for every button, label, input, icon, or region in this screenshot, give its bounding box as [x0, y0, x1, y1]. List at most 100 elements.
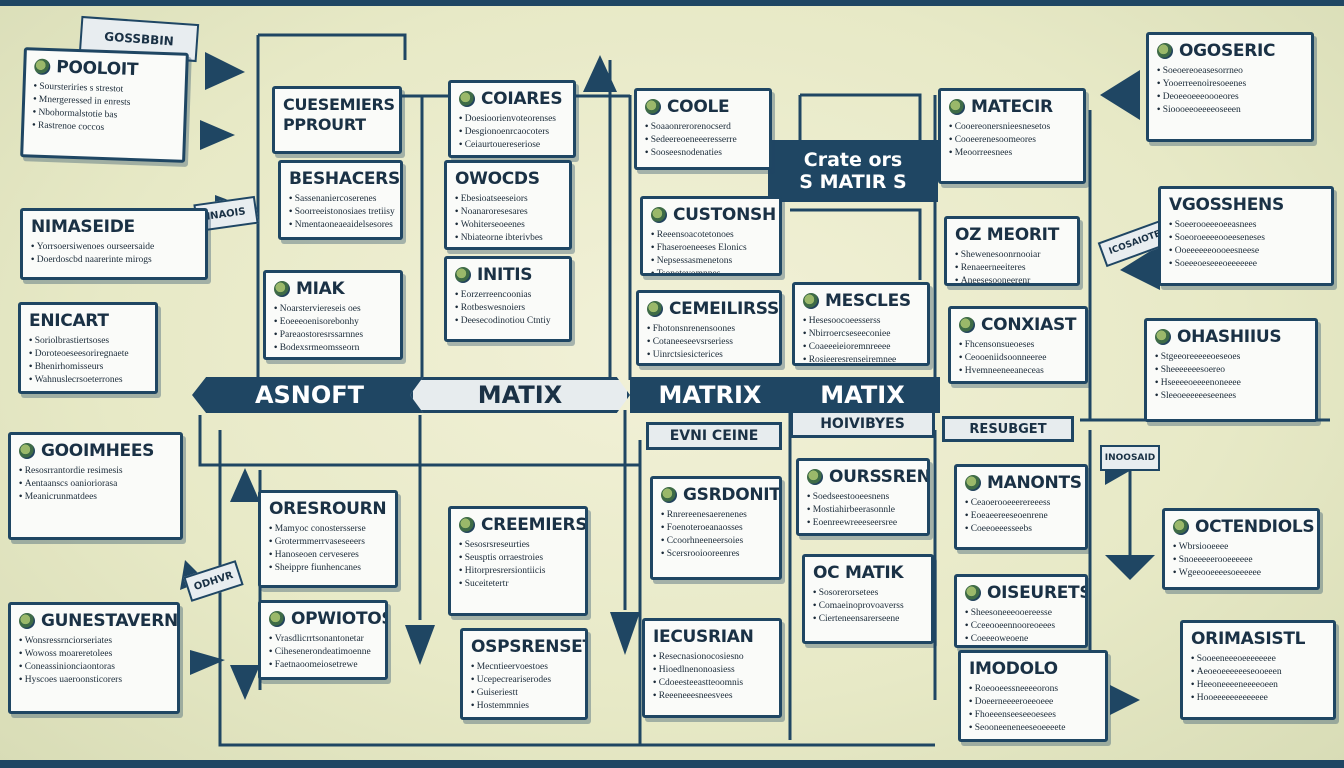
card-7-title: MIAK — [274, 279, 392, 299]
card-14-item: Guiseriestt — [471, 687, 577, 700]
card-30-item: Soeeeoeseeeoeeeeeee — [1169, 258, 1323, 271]
sub-banner-1-label: EVNI CEINE — [669, 428, 759, 444]
card-21-item: Sosorerorsetees — [813, 587, 923, 600]
card-18-item: Coaeeeieioremnreeee — [803, 341, 919, 354]
card-18-icon — [803, 293, 819, 309]
card-27-title: OISEURETS — [965, 583, 1085, 603]
card-21-item: Comaeinoprovoaverss — [813, 600, 923, 613]
card-27-item: Coeeeoweoene — [965, 633, 1077, 645]
card-20-item: Eoenreewreeeseersree — [807, 517, 919, 530]
card-17: CEMEILIRSSY FhotonsnrenensoonesCotaneese… — [636, 290, 782, 366]
card-24-item: Renaeerneeiteres — [955, 262, 1069, 275]
card-14: OSPSRENSET MecntieervoestoesUcepecrearis… — [460, 628, 588, 720]
card-14-item: Ucepecreariserodes — [471, 674, 577, 687]
card-4-item: Wonsressrnciorseriates — [19, 635, 169, 648]
card-24: OZ MEORIT ShewenesoonrnooiarRenaeerneeit… — [944, 216, 1080, 286]
card-12-item: Rotbeswesnoiers — [455, 302, 561, 315]
card-3-item: Meanicrunmatdees — [19, 491, 172, 504]
card-16-item: Reeensoacotetonoes — [651, 229, 771, 242]
card-18-item: Hesesoocoeesserss — [803, 315, 919, 328]
card-31-item: Sleeoeeeeeeseenees — [1155, 390, 1307, 403]
card-10-item: Desgionoenrcaocoters — [459, 126, 565, 139]
card-9-item: Vrasdlicrrtsonantonetar — [269, 633, 377, 646]
card-28: IMODOLO RoeooeessneeeeoronsDoeerneeeeroe… — [958, 650, 1108, 742]
card-4-title: GUNESTAVERNS — [19, 611, 177, 631]
card-31-item: Hseeeeoeeeenoneeee — [1155, 377, 1307, 390]
card-19: GSRDONITS RnrereenesaerenenesFoenoteroea… — [650, 476, 782, 580]
main-banner-matrix-label: MATRIX — [658, 381, 762, 409]
card-0-title: POOLOIT — [34, 57, 178, 82]
card-24-title: OZ MEORIT — [955, 225, 1059, 245]
card-32-item: Wgeeooeeeesoeeeeee — [1173, 567, 1309, 580]
card-17-item: Uinrctsiesicterices — [647, 349, 771, 362]
card-14-item: Hostemmnies — [471, 700, 577, 713]
card-4-item: Wowoss moareretolees — [19, 648, 169, 661]
card-10-item: Ceiaurtouereseriose — [459, 139, 565, 152]
card-15: COOLE SoaaonrerorenocserdSedeereoeneeere… — [634, 88, 772, 170]
card-29-item: Deoeeoeeeoooeores — [1157, 91, 1303, 104]
card-30: VGOSSHENS SoeerooeeeoeeasneesSoeoroeeeeo… — [1158, 186, 1334, 286]
card-12: INITIS EorzerreencooniasRotbeswesnoiersD… — [444, 256, 572, 342]
card-6-item: Soorreeistonosiaes tretiisy — [289, 206, 395, 219]
card-0: POOLOIT Soursteriries s strestotMnergere… — [20, 47, 189, 163]
sub-banner-2-label: HOIVIBYES — [820, 416, 905, 432]
card-18-item: Rosieeresrenseiremnee — [803, 354, 919, 363]
card-17-item: Cotaneeseevsrseriess — [647, 336, 771, 349]
tag-right-arrow: INOOSAID — [1100, 445, 1160, 471]
card-15-item: Soaaonrerorenocserd — [645, 121, 761, 134]
tag-bottom-left-label: ODHVR — [192, 569, 235, 593]
card-7: MIAK Noarsterviereseis oesEoeeeoenisoreb… — [263, 270, 403, 360]
card-2-title: ENICART — [29, 311, 109, 331]
card-10: COIARES DoesioorienvoteorensesDesgionoen… — [448, 80, 576, 158]
card-25-item: Hvemneeneeaneceas — [959, 365, 1077, 378]
card-27-item: Sheesoneeeooereesse — [965, 607, 1077, 620]
card-15-icon — [645, 99, 661, 115]
card-11: OWOCDS EbesioatseeseiorsNoanaroresesares… — [444, 160, 572, 250]
card-31-icon — [1155, 329, 1171, 345]
card-32-item: Wbrsiooeeee — [1173, 541, 1309, 554]
card-22-title: IECUSRIAN — [653, 627, 754, 647]
card-13-icon — [459, 517, 475, 533]
center-top-banner-line2: S MATIR S — [799, 171, 907, 193]
card-3-icon — [19, 443, 35, 459]
card-16-item: Fhaseroeneeses Elonics — [651, 242, 771, 255]
sub-banner-3-label: RESUBGET — [969, 421, 1047, 437]
card-3: GOOIMHEES Resosrrantordie resimesisAenta… — [8, 432, 183, 540]
card-27-icon — [965, 585, 981, 601]
card-22-item: Hioedlnenonoasiess — [653, 664, 771, 677]
card-31-title: OHASHIIUS — [1155, 327, 1307, 347]
card-7-icon — [274, 281, 290, 297]
card-17-item: Fhotonsnrenensoones — [647, 323, 771, 336]
card-12-title: INITIS — [455, 265, 561, 285]
card-26-item: Ceaoerooeeerereeess — [965, 497, 1077, 510]
card-32-item: Snoeeeeerooeeeeee — [1173, 554, 1309, 567]
card-20-item: Soedseestooeesnens — [807, 491, 919, 504]
card-23-title: MATECIR — [949, 97, 1075, 117]
card-33-item: Hooeeeeeeeeeeeee — [1191, 692, 1325, 705]
card-11-item: Ebesioatseeseiors — [455, 193, 561, 206]
card-16-item: Nepsessasmenetons — [651, 255, 771, 268]
card-11-item: Wohiterseoeenes — [455, 219, 561, 232]
card-27: OISEURETS SheesoneeeooereesseCceeooeenno… — [954, 574, 1088, 648]
card-20-icon — [807, 469, 823, 485]
card-20-title: OURSSRENER — [807, 467, 927, 487]
card-29-item: Yooerreenoiresoeenes — [1157, 78, 1303, 91]
card-10-title: COIARES — [459, 89, 565, 109]
card-6-item: Sassenaniercoserenes — [289, 193, 392, 206]
card-11-item: Noanaroresesares — [455, 206, 561, 219]
sub-banner-3: RESUBGET — [942, 416, 1074, 442]
card-31-item: Stgeeoreeeeeoeseoes — [1155, 351, 1307, 364]
card-12-item: Eorzerreencoonias — [455, 289, 561, 302]
card-16-item: Tsonetevomnnes — [651, 268, 771, 273]
card-26-item: Coeeoeeesseebs — [965, 523, 1077, 536]
card-32: OCTENDIOLS WbrsiooeeeeSnoeeeeerooeeeeeeW… — [1162, 508, 1320, 590]
card-7-item: Pareaostoresrssarnnes — [274, 329, 392, 342]
card-30-item: Ooeeeeeeoooeesneese — [1169, 245, 1323, 258]
card-19-item: Ccoorhneeneersoies — [661, 535, 771, 548]
card-22-item: Reeeneeesneesvees — [653, 690, 771, 703]
card-15-item: Sedeereoeneeeresserre — [645, 134, 761, 147]
card-4-item: Hyscoes uaeroonsticorers — [19, 674, 169, 687]
card-32-icon — [1173, 519, 1189, 535]
card-22: IECUSRIAN ResecnasionocosiesnoHioedlneno… — [642, 618, 782, 718]
card-32-title: OCTENDIOLS — [1173, 517, 1315, 537]
